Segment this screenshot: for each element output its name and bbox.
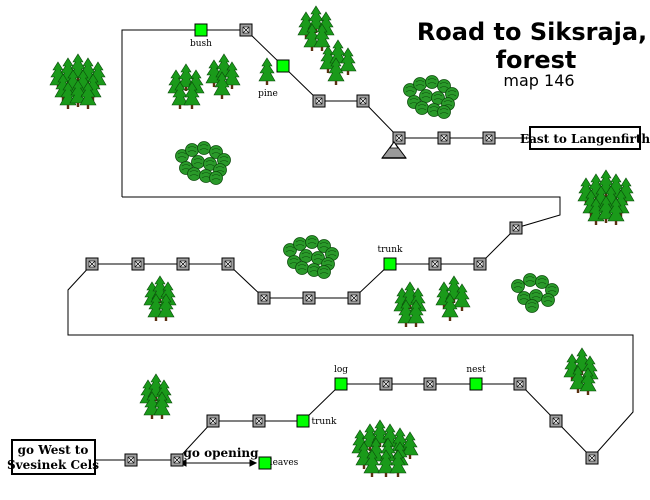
room-icon[interactable] — [356, 94, 370, 108]
special-room-icon[interactable] — [383, 257, 397, 271]
pine-tree-cluster-icon — [297, 5, 335, 52]
map-title-line2: forest — [496, 46, 577, 74]
room-icon[interactable] — [239, 23, 253, 37]
special-room-icon[interactable] — [194, 23, 208, 37]
pine-tree-cluster-icon — [563, 347, 599, 396]
room-icon[interactable] — [131, 257, 145, 271]
pine-tree-cluster-icon — [258, 57, 276, 86]
room-icon[interactable] — [302, 291, 316, 305]
room-icon[interactable] — [482, 131, 496, 145]
room-grid — [85, 23, 599, 470]
room-icon[interactable] — [428, 257, 442, 271]
label-trunk-lower: trunk — [312, 417, 338, 427]
pine-tree-cluster-icon — [49, 53, 107, 110]
label-log: log — [334, 365, 348, 375]
map-subtitle: map 146 — [503, 71, 574, 90]
special-room-icon[interactable] — [276, 59, 290, 73]
room-icon[interactable] — [379, 377, 393, 391]
label-leaves: leaves — [270, 458, 299, 468]
round-bush-cluster-icon — [283, 235, 339, 279]
special-room-icon[interactable] — [296, 414, 310, 428]
mountain-icon — [381, 141, 407, 159]
room-icon[interactable] — [176, 257, 190, 271]
room-icon[interactable] — [252, 414, 266, 428]
room-icon[interactable] — [549, 414, 563, 428]
map-title-line1: Road to Siksraja, — [417, 18, 647, 46]
room-icon[interactable] — [437, 131, 451, 145]
exit-east-label: East to Langenfirth — [520, 132, 650, 146]
round-bush-cluster-icon — [403, 75, 459, 119]
room-icon[interactable] — [392, 131, 406, 145]
exit-west-box[interactable] — [11, 439, 96, 475]
room-icon[interactable] — [221, 257, 235, 271]
room-icon[interactable] — [585, 451, 599, 465]
pine-tree-cluster-icon — [167, 63, 205, 110]
pine-tree-cluster-icon — [577, 169, 635, 226]
label-bush: bush — [190, 39, 212, 49]
label-trunk-upper: trunk — [378, 245, 404, 255]
room-icon[interactable] — [347, 291, 361, 305]
special-room-icon[interactable] — [469, 377, 483, 391]
forest-bushes — [175, 75, 559, 313]
pine-tree-cluster-icon — [143, 275, 177, 322]
round-bush-cluster-icon — [511, 273, 559, 313]
label-nest: nest — [466, 365, 486, 375]
special-room-icon[interactable] — [334, 377, 348, 391]
label-pine: pine — [258, 89, 278, 99]
exit-east-box[interactable] — [529, 126, 641, 150]
exit-east[interactable]: East to Langenfirth — [520, 126, 650, 150]
room-icon[interactable] — [312, 94, 326, 108]
room-icon[interactable] — [206, 414, 220, 428]
room-icon[interactable] — [124, 453, 138, 467]
room-icon[interactable] — [170, 453, 184, 467]
room-icon[interactable] — [85, 257, 99, 271]
pine-tree-cluster-icon — [139, 373, 173, 420]
exit-west[interactable]: go West to Svesinek Cels — [7, 439, 99, 475]
room-icon[interactable] — [513, 377, 527, 391]
room-icon[interactable] — [509, 221, 523, 235]
exit-opening-label[interactable]: go opening — [184, 446, 260, 460]
pine-tree-cluster-icon — [205, 53, 241, 100]
exit-west-label-line2: Svesinek Cels — [7, 458, 99, 472]
pine-tree-cluster-icon — [435, 275, 471, 322]
room-icon[interactable] — [423, 377, 437, 391]
pine-tree-cluster-icon — [393, 281, 427, 328]
round-bush-cluster-icon — [175, 141, 231, 185]
room-icon[interactable] — [473, 257, 487, 271]
room-icon[interactable] — [257, 291, 271, 305]
pine-tree-cluster-icon — [351, 419, 419, 478]
exit-west-label-line1: go West to — [18, 443, 89, 457]
special-room-icon[interactable] — [258, 456, 272, 470]
